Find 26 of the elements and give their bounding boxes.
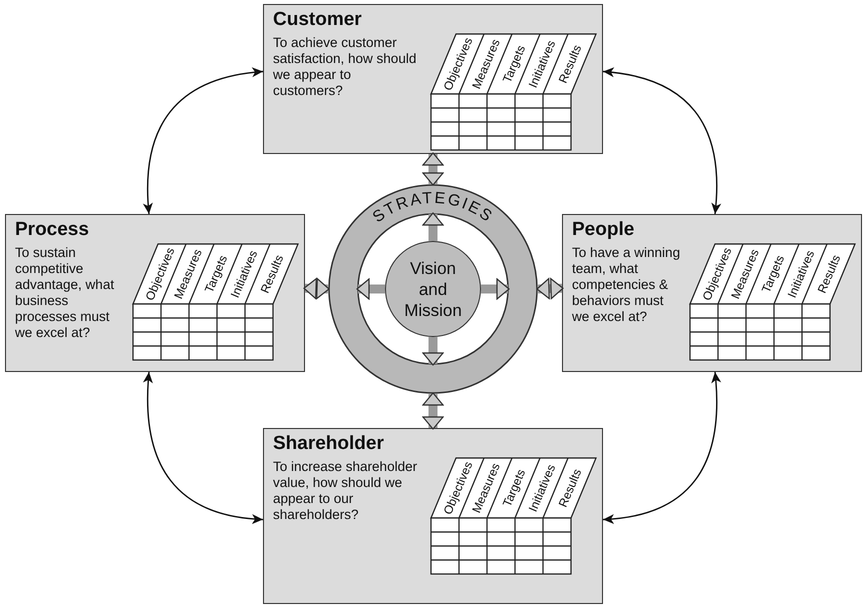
block-arrow — [422, 152, 444, 186]
block-arrow — [422, 337, 444, 366]
curved-arrow — [602, 68, 721, 214]
block-arrow — [422, 392, 444, 430]
curved-arrow — [602, 372, 721, 524]
card-question: To have a winning team, what competencies & behaviors must we excel at? — [572, 245, 682, 325]
curved-arrow — [143, 372, 264, 524]
block-arrow — [536, 278, 564, 300]
block-arrow — [303, 278, 330, 300]
card-question: To achieve customer satisfaction, how should we appear to customers? — [273, 35, 418, 99]
card-title: Shareholder — [273, 433, 384, 455]
strategies-ring — [328, 184, 538, 394]
card-title: Customer — [273, 9, 362, 31]
card-question: To sustain competitive advantage, what business processes must we excel at? — [15, 245, 116, 341]
curved-arrow — [143, 68, 264, 214]
circle-label: Vision and Mission — [403, 258, 463, 320]
card-title: People — [572, 219, 634, 241]
perspective-card — [562, 214, 862, 372]
perspective-card — [263, 4, 603, 154]
block-arrow — [422, 212, 444, 241]
block-arrow — [356, 278, 385, 300]
perspective-card — [263, 428, 603, 604]
card-question: To increase shareholder value, how should we appear to our shareholders? — [273, 459, 418, 523]
perspective-card — [5, 214, 305, 372]
block-arrow — [481, 278, 510, 300]
card-title: Process — [15, 219, 89, 241]
